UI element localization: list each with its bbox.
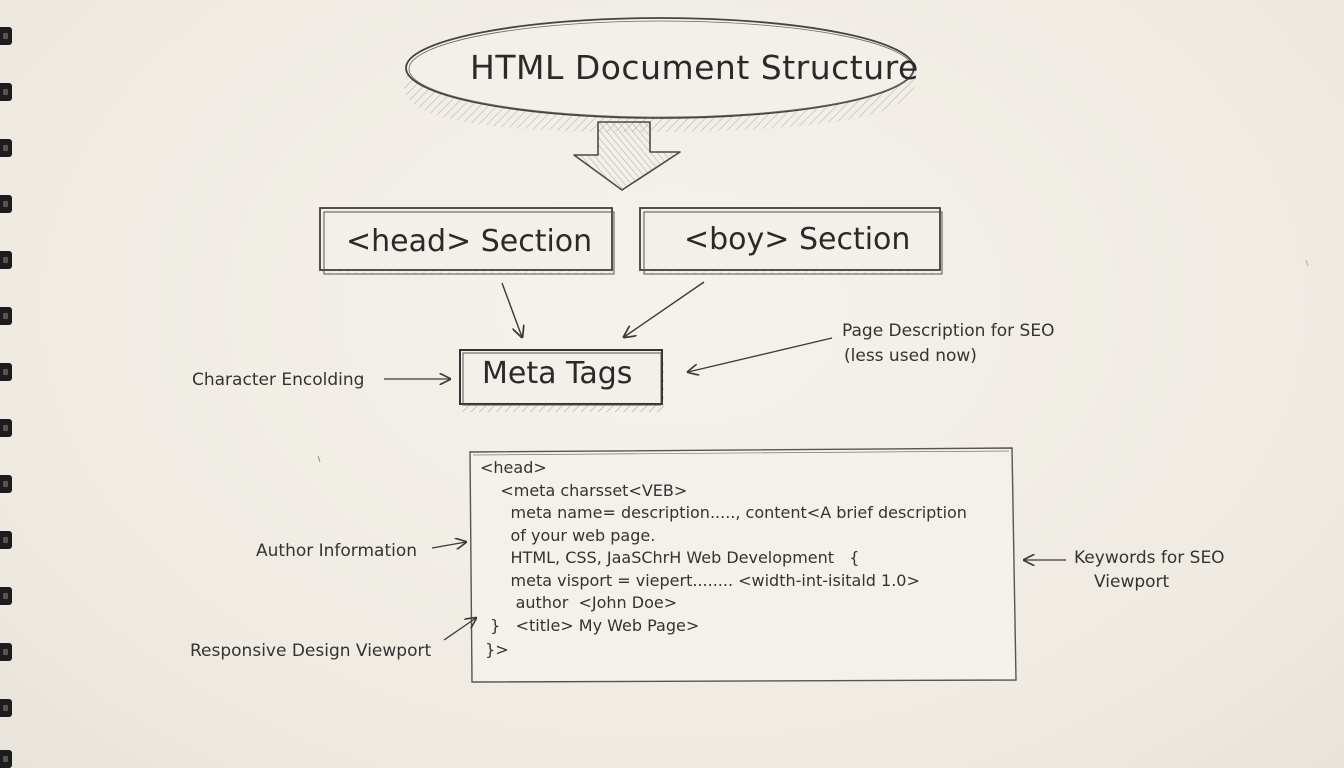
- binding-ring: [0, 251, 12, 269]
- character-encoding-note: Character Encolding: [192, 370, 365, 390]
- responsive-design-note: Responsive Design Viewport: [190, 641, 432, 661]
- code-line: <meta charsset<VEB>: [480, 481, 688, 500]
- author-information-note: Author Information: [256, 541, 418, 561]
- code-line: meta visport = viepert........ <width-in…: [480, 571, 920, 590]
- keywords-note-line2: Viewport: [1094, 572, 1170, 592]
- code-line: <head>: [480, 458, 547, 477]
- meta-tags-box: [459, 349, 664, 412]
- code-box: [469, 447, 1017, 683]
- binding-ring: [0, 83, 12, 101]
- binding-ring: [0, 475, 12, 493]
- binding-ring: [0, 27, 12, 45]
- code-line: of your web page.: [480, 526, 656, 545]
- binding-ring: [0, 531, 12, 549]
- notebook-binding: [0, 0, 14, 768]
- page-description-note-line2: (less used now): [844, 346, 977, 366]
- stray-mark: [317, 455, 321, 463]
- code-line: HTML, CSS, JaaSChrH Web Development {: [480, 548, 860, 567]
- author-information-arrow: [431, 542, 466, 548]
- head-section-label: <head> Section: [346, 224, 593, 259]
- head-to-meta-arrow: [501, 282, 522, 337]
- body-to-meta-arrow: [624, 281, 705, 337]
- code-line: author <John Doe>: [480, 593, 678, 612]
- binding-ring: [0, 307, 12, 325]
- binding-ring: [0, 587, 12, 605]
- stray-mark: [1305, 259, 1309, 267]
- code-line: }>: [480, 640, 509, 659]
- binding-ring: [0, 363, 12, 381]
- title-ellipse: [403, 17, 917, 133]
- binding-ring: [0, 419, 12, 437]
- binding-ring: [0, 139, 12, 157]
- page-description-note-line1: Page Description for SEO: [842, 321, 1055, 341]
- title-down-arrow: [573, 121, 681, 191]
- binding-ring: [0, 195, 12, 213]
- body-section-label: <boy> Section: [684, 222, 911, 257]
- meta-tags-label: Meta Tags: [482, 356, 633, 391]
- binding-ring: [0, 699, 12, 717]
- code-line: } <title> My Web Page>: [480, 616, 700, 635]
- code-line: meta name= description....., content<A b…: [480, 503, 967, 522]
- head-section-box: [319, 207, 615, 275]
- binding-ring: [0, 750, 12, 768]
- binding-ring: [0, 643, 12, 661]
- diagram-title: HTML Document Structure: [470, 48, 919, 87]
- page-description-arrow: [688, 337, 833, 372]
- body-section-box: [639, 207, 943, 275]
- keywords-note-line1: Keywords for SEO: [1074, 548, 1225, 568]
- responsive-design-arrow: [443, 618, 476, 641]
